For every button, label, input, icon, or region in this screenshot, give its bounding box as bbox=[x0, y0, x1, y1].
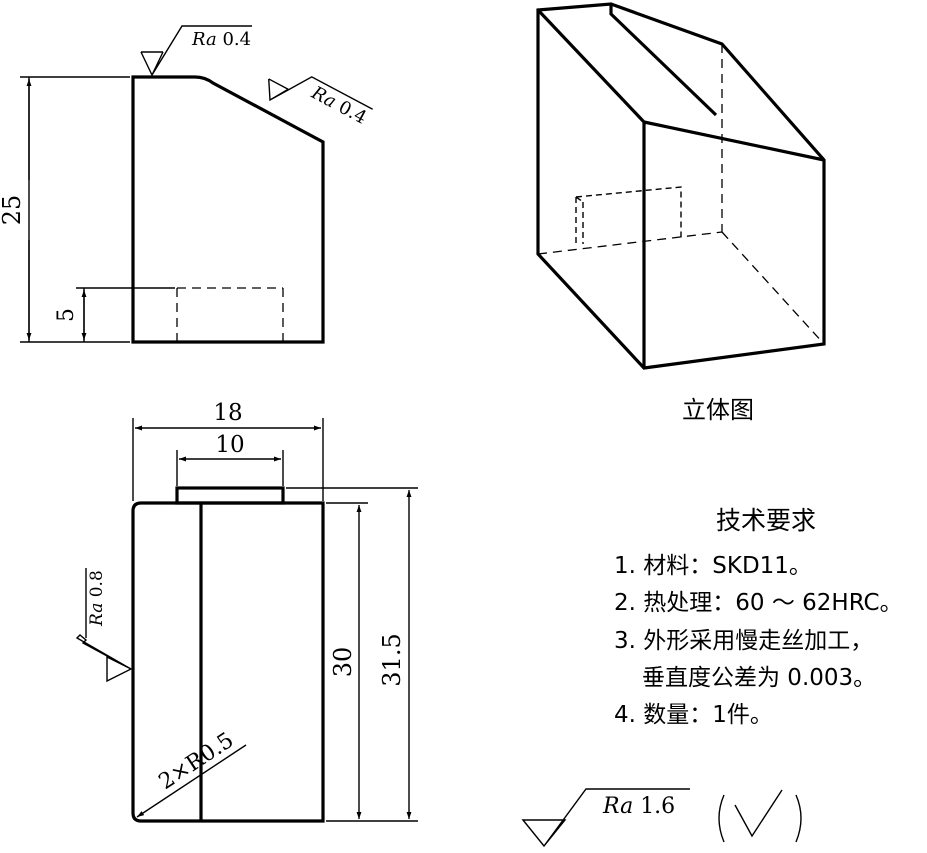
dim-10-extensions bbox=[176, 450, 284, 486]
iso-hidden-slot bbox=[575, 186, 682, 247]
tech-req-item-1: 1. 材料：SKD11。 bbox=[614, 553, 812, 579]
general-roughness-check-icon bbox=[734, 789, 783, 838]
dim-5-lines bbox=[76, 287, 175, 342]
roughness-side-symbol bbox=[75, 568, 133, 683]
general-roughness-symbol bbox=[521, 788, 690, 848]
tech-req-item-3: 3. 外形采用慢走丝加工， bbox=[614, 628, 873, 654]
dim-5-text: 5 bbox=[54, 308, 79, 322]
top-view-slot-protrusion bbox=[175, 486, 285, 505]
front-view: 25 5 Ra 0.4 Ra 0.4 bbox=[0, 25, 373, 344]
dim-18-extensions bbox=[132, 418, 324, 501]
tech-req-item-2: 2. 热处理：60 ～ 62HRC。 bbox=[614, 590, 903, 616]
iso-hidden-edges bbox=[537, 44, 825, 345]
general-roughness-parens bbox=[718, 794, 802, 843]
isometric-label: 立体图 bbox=[682, 396, 754, 424]
fillet-note-text: 2×R0.5 bbox=[155, 728, 239, 795]
tech-requirements-title: 技术要求 bbox=[716, 506, 816, 535]
top-view-outline bbox=[131, 501, 325, 823]
tech-requirements: 技术要求 1. 材料：SKD11。 2. 热处理：60 ～ 62HRC。 3. … bbox=[614, 506, 903, 728]
dim-18-text: 18 bbox=[213, 400, 242, 426]
iso-front-face-edges bbox=[536, 8, 825, 368]
tech-req-item-4: 4. 数量：1件。 bbox=[614, 702, 773, 728]
general-roughness: Ra 1.6 bbox=[521, 788, 802, 848]
front-view-outline bbox=[131, 75, 325, 344]
roughness-top-text: Ra 0.4 bbox=[191, 29, 251, 50]
dim-30-text: 30 bbox=[329, 647, 357, 678]
top-view: 18 10 30 31.5 2×R0.5 Ra 0.8 bbox=[75, 400, 418, 823]
dim-31-5-text: 31.5 bbox=[378, 633, 406, 686]
roughness-slope-text: Ra 0.4 bbox=[307, 82, 370, 129]
roughness-side-text: Ra 0.8 bbox=[87, 570, 107, 627]
dim-10-text: 10 bbox=[215, 432, 244, 458]
dim-30-extensions bbox=[286, 487, 418, 822]
iso-outline bbox=[536, 2, 826, 370]
dim-25-text: 25 bbox=[0, 195, 26, 226]
isometric-view: 立体图 bbox=[536, 2, 826, 424]
fillet-leader bbox=[136, 744, 247, 818]
roughness-top-symbol bbox=[140, 25, 252, 77]
roughness-slope-symbol bbox=[268, 76, 373, 110]
front-view-hidden-slot bbox=[176, 287, 284, 342]
dim-25-lines bbox=[20, 76, 130, 343]
general-roughness-text: Ra 1.6 bbox=[602, 794, 675, 819]
iso-top-ridge bbox=[609, 4, 718, 117]
tech-req-item-3-cont: 垂直度公差为 0.003。 bbox=[642, 665, 876, 691]
